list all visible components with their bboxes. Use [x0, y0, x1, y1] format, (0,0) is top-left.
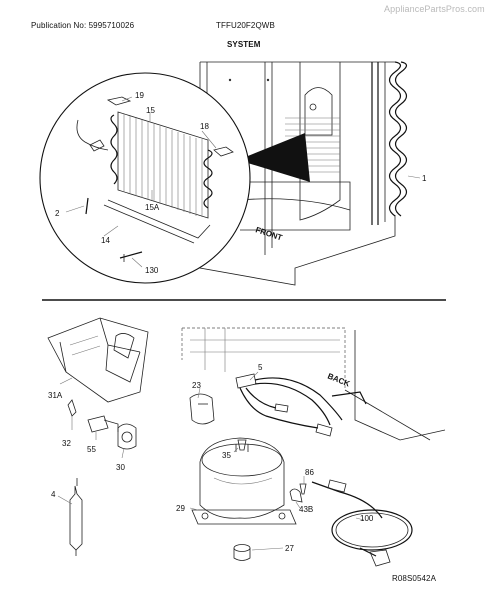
callout-15: 15 [146, 106, 155, 115]
callout-14: 14 [101, 236, 110, 245]
callout-27: 27 [285, 544, 294, 553]
foam-block-18 [213, 146, 234, 157]
callout-2: 2 [55, 209, 60, 218]
callout-18: 18 [200, 122, 209, 131]
callout-30: 30 [116, 463, 125, 472]
screw-86 [299, 483, 307, 495]
front-label: FRONT [254, 225, 283, 242]
callout-31a: 31A [48, 391, 63, 400]
compressor [191, 437, 297, 525]
clamp-43b [289, 488, 303, 503]
callout-15a: 15A [145, 203, 160, 212]
callout-32: 32 [62, 439, 71, 448]
power-cord [311, 479, 413, 567]
detail-pointer [238, 133, 310, 182]
callout-4: 4 [51, 490, 56, 499]
callout-130: 130 [145, 266, 159, 275]
sensor-wire [76, 119, 109, 151]
drain-pan [47, 317, 149, 403]
callout-86: 86 [305, 468, 314, 477]
publication-number: Publication No: 5995710026 [31, 21, 135, 30]
wiring-harness [235, 373, 367, 437]
callout-5: 5 [258, 363, 263, 372]
cabinet-back-outline [181, 327, 446, 441]
site-watermark: AppliancePartsPros.com [384, 4, 485, 14]
screw-35 [237, 439, 247, 451]
callout-55: 55 [87, 445, 96, 454]
callout-23: 23 [192, 381, 201, 390]
model-number: TFFU20F2QWB [216, 21, 275, 30]
grommet-27 [233, 544, 251, 561]
filter-drier [69, 478, 83, 556]
relay-23 [189, 393, 215, 425]
section-title: SYSTEM [227, 40, 261, 49]
condenser-coil [371, 61, 408, 225]
evaporator-coil [110, 111, 213, 219]
bottom-leader-lines [57, 371, 365, 551]
back-label: BACK [326, 372, 351, 389]
clip-2 [85, 197, 89, 215]
start-device-30 [117, 423, 137, 450]
detail-circle [39, 72, 421, 284]
callout-19: 19 [135, 91, 144, 100]
clip-32 [67, 399, 77, 417]
callout-1: 1 [422, 174, 427, 183]
overload-55 [87, 415, 119, 433]
callout-35: 35 [222, 451, 231, 460]
foam-block-19 [106, 96, 132, 106]
drain-tube [107, 199, 211, 239]
callout-43b: 43B [299, 505, 313, 514]
callout-100: 100 [360, 514, 374, 523]
diagram-code: R08S0542A [392, 574, 437, 583]
callout-29: 29 [176, 504, 185, 513]
